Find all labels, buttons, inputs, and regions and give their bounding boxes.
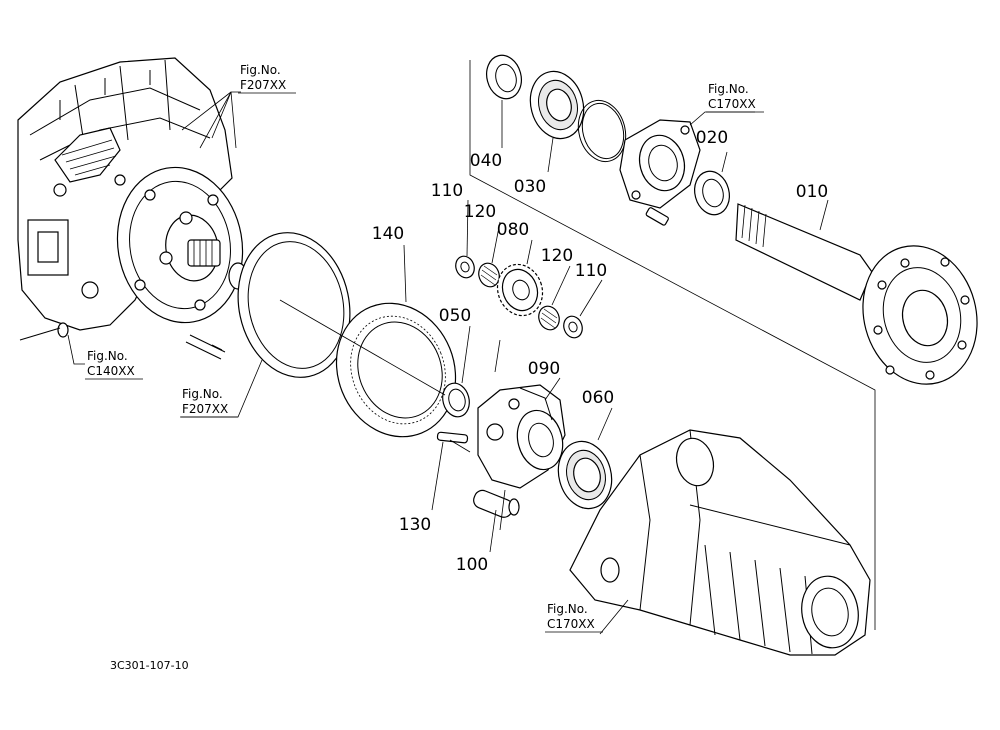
part-number-label-100: 100 (456, 555, 488, 575)
bearing-060 (557, 440, 613, 510)
part-number-label-050: 050 (439, 306, 471, 326)
planet-gear-080 (496, 263, 544, 317)
part-number-label-040: 040 (470, 151, 502, 171)
part-number-label-110: 110 (431, 181, 463, 201)
part-number-label-120: 120 (464, 202, 496, 222)
oil-seal-020 (694, 170, 730, 216)
fig-reference-c140xx: Fig.No.C140XX (85, 349, 143, 380)
ring-gear-140 (335, 302, 457, 438)
part-number-label-120: 120 (541, 246, 573, 266)
transmission-case-drawing (17, 57, 248, 360)
flange-gasket-drawing (237, 232, 351, 378)
washer-110-left (455, 255, 475, 279)
fig-reference-c170xx: Fig.No.C170XX (545, 602, 603, 633)
oil-seal-040 (486, 54, 522, 100)
o-ring (577, 99, 627, 163)
fig-reference-c170xx: Fig.No.C170XX (706, 82, 764, 113)
needle-bearing-120-right (538, 305, 560, 331)
axle-shaft-010 (735, 203, 978, 385)
part-number-label-080: 080 (497, 220, 529, 240)
washer-110-right (563, 315, 583, 339)
fig-reference-title: Fig.No. (708, 82, 749, 96)
bearing-030 (529, 70, 585, 140)
fig-reference-title: Fig.No. (87, 349, 128, 363)
fig-reference-code: C170XX (708, 97, 756, 111)
planet-carrier-090 (477, 384, 566, 489)
axle-housing-drawing (569, 429, 871, 656)
bearing-retainer-drawing (619, 119, 701, 226)
fig-reference-f207xx: Fig.No.F207XX (238, 63, 296, 94)
fig-reference-title: Fig.No. (547, 602, 588, 616)
thrust-washer-050 (442, 382, 470, 418)
fig-reference-code: F207XX (240, 78, 286, 92)
planet-shaft-100 (473, 489, 520, 518)
needle-bearing-120-left (478, 262, 500, 288)
part-number-label-060: 060 (582, 388, 614, 408)
drawing-code: 3C301-107-10 (110, 659, 189, 672)
fig-reference-f207xx: Fig.No.F207XX (180, 387, 238, 418)
part-number-label-020: 020 (696, 128, 728, 148)
part-number-label-030: 030 (514, 177, 546, 197)
fig-reference-code: C170XX (547, 617, 595, 631)
part-number-label-090: 090 (528, 359, 560, 379)
part-number-label-130: 130 (399, 515, 431, 535)
part-number-label-110: 110 (575, 261, 607, 281)
assembly-axis-lines (279, 60, 876, 630)
fig-reference-code: C140XX (87, 364, 135, 378)
fig-reference-title: Fig.No. (240, 63, 281, 77)
fig-reference-title: Fig.No. (182, 387, 223, 401)
part-number-label-140: 140 (372, 224, 404, 244)
part-number-label-010: 010 (796, 182, 828, 202)
fig-reference-code: F207XX (182, 402, 228, 416)
part-labels: 0100200300400500600800901001101101201201… (372, 128, 828, 575)
